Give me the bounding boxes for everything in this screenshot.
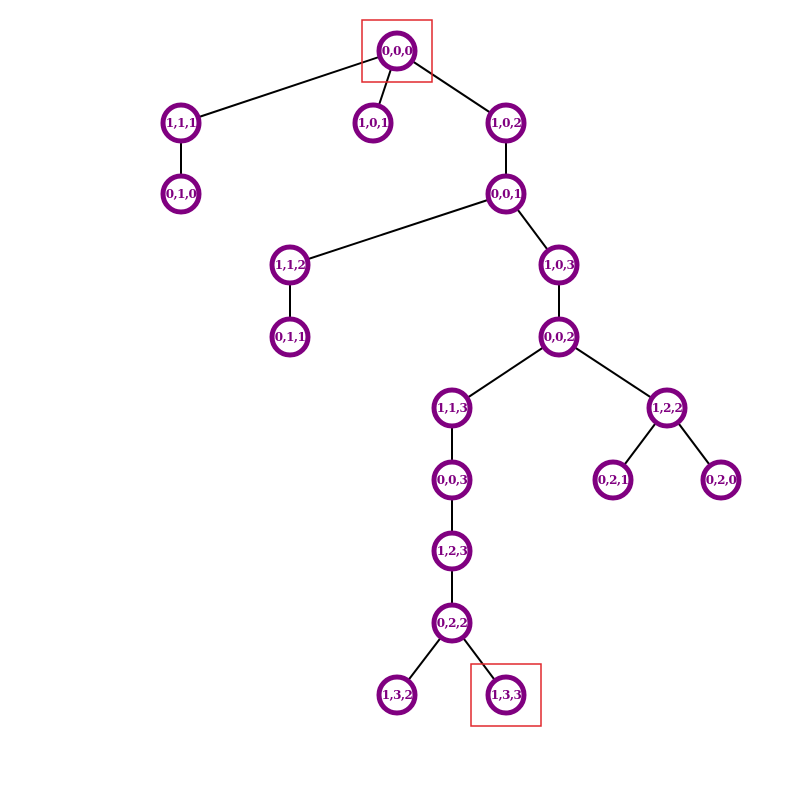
- node-label: (1,1,3): [432, 401, 473, 415]
- tree-node: (0,0,0): [376, 30, 418, 72]
- node-circle: [352, 102, 394, 144]
- node-circle: [376, 674, 418, 716]
- tree-node: (1,1,1): [160, 102, 202, 144]
- node-circle: [160, 102, 202, 144]
- node-label: (1,1,1): [161, 116, 202, 130]
- node-circle: [700, 459, 742, 501]
- node-label: (0,0,1): [486, 187, 527, 201]
- tree-node: (1,0,2): [485, 102, 527, 144]
- highlight-layer: [361, 19, 542, 727]
- node-circle: [646, 387, 688, 429]
- node-label: (1,2,2): [647, 401, 688, 415]
- node-circle: [485, 674, 527, 716]
- node-circle: [485, 173, 527, 215]
- edge-n9-n11: [558, 336, 668, 409]
- node-label: (0,2,1): [593, 473, 634, 487]
- edge-n5-n6: [289, 193, 507, 266]
- nodes-layer: (0,0,0) (1,1,1) (1,0,1) (1,0,2) (0,1,0) (0,0,…: [160, 30, 742, 716]
- node-circle: [269, 244, 311, 286]
- node-label: (0,1,0): [161, 187, 202, 201]
- node-circle: [592, 459, 634, 501]
- tree-node: (1,2,3): [431, 530, 473, 572]
- node-label: (1,1,2): [270, 258, 311, 272]
- edge-n0-n1: [180, 50, 398, 124]
- node-label: (1,2,3): [432, 544, 473, 558]
- node-circle: [485, 102, 527, 144]
- tree-node: (0,1,1): [269, 316, 311, 358]
- node-circle: [538, 244, 580, 286]
- node-circle: [431, 530, 473, 572]
- node-label: (0,0,3): [432, 473, 473, 487]
- tree-node: (0,0,2): [538, 316, 580, 358]
- node-label: (1,3,2): [377, 688, 418, 702]
- node-label: (0,2,0): [701, 473, 742, 487]
- node-label: (1,3,3): [486, 688, 527, 702]
- tree-node: (1,1,3): [431, 387, 473, 429]
- node-circle: [376, 30, 418, 72]
- highlight-box-n18: [470, 663, 542, 727]
- tree-node: (0,1,0): [160, 173, 202, 215]
- tree-node: (0,0,1): [485, 173, 527, 215]
- node-label: (1,0,3): [539, 258, 580, 272]
- node-label: (0,1,1): [270, 330, 311, 344]
- highlight-box-n0: [361, 19, 433, 83]
- tree-node: (0,2,2): [431, 602, 473, 644]
- node-label: (0,0,2): [539, 330, 580, 344]
- tree-node: (0,2,1): [592, 459, 634, 501]
- edge-n0-n3: [396, 50, 507, 124]
- tree-node: (1,1,2): [269, 244, 311, 286]
- node-label: (1,0,1): [353, 116, 394, 130]
- edges-layer: [180, 50, 722, 696]
- edge-n9-n10: [451, 336, 560, 409]
- tree-node: (0,2,0): [700, 459, 742, 501]
- tree-node: (1,3,3): [485, 674, 527, 716]
- node-circle: [160, 173, 202, 215]
- tree-node: (1,2,2): [646, 387, 688, 429]
- tree-node: (1,0,3): [538, 244, 580, 286]
- node-label: (0,2,2): [432, 616, 473, 630]
- tree-node: (1,3,2): [376, 674, 418, 716]
- node-circle: [431, 387, 473, 429]
- tree-node: (1,0,1): [352, 102, 394, 144]
- node-circle: [431, 459, 473, 501]
- node-circle: [431, 602, 473, 644]
- node-circle: [269, 316, 311, 358]
- node-label: (0,0,0): [377, 44, 418, 58]
- node-label: (1,0,2): [486, 116, 527, 130]
- tree-node: (0,0,3): [431, 459, 473, 501]
- node-circle: [538, 316, 580, 358]
